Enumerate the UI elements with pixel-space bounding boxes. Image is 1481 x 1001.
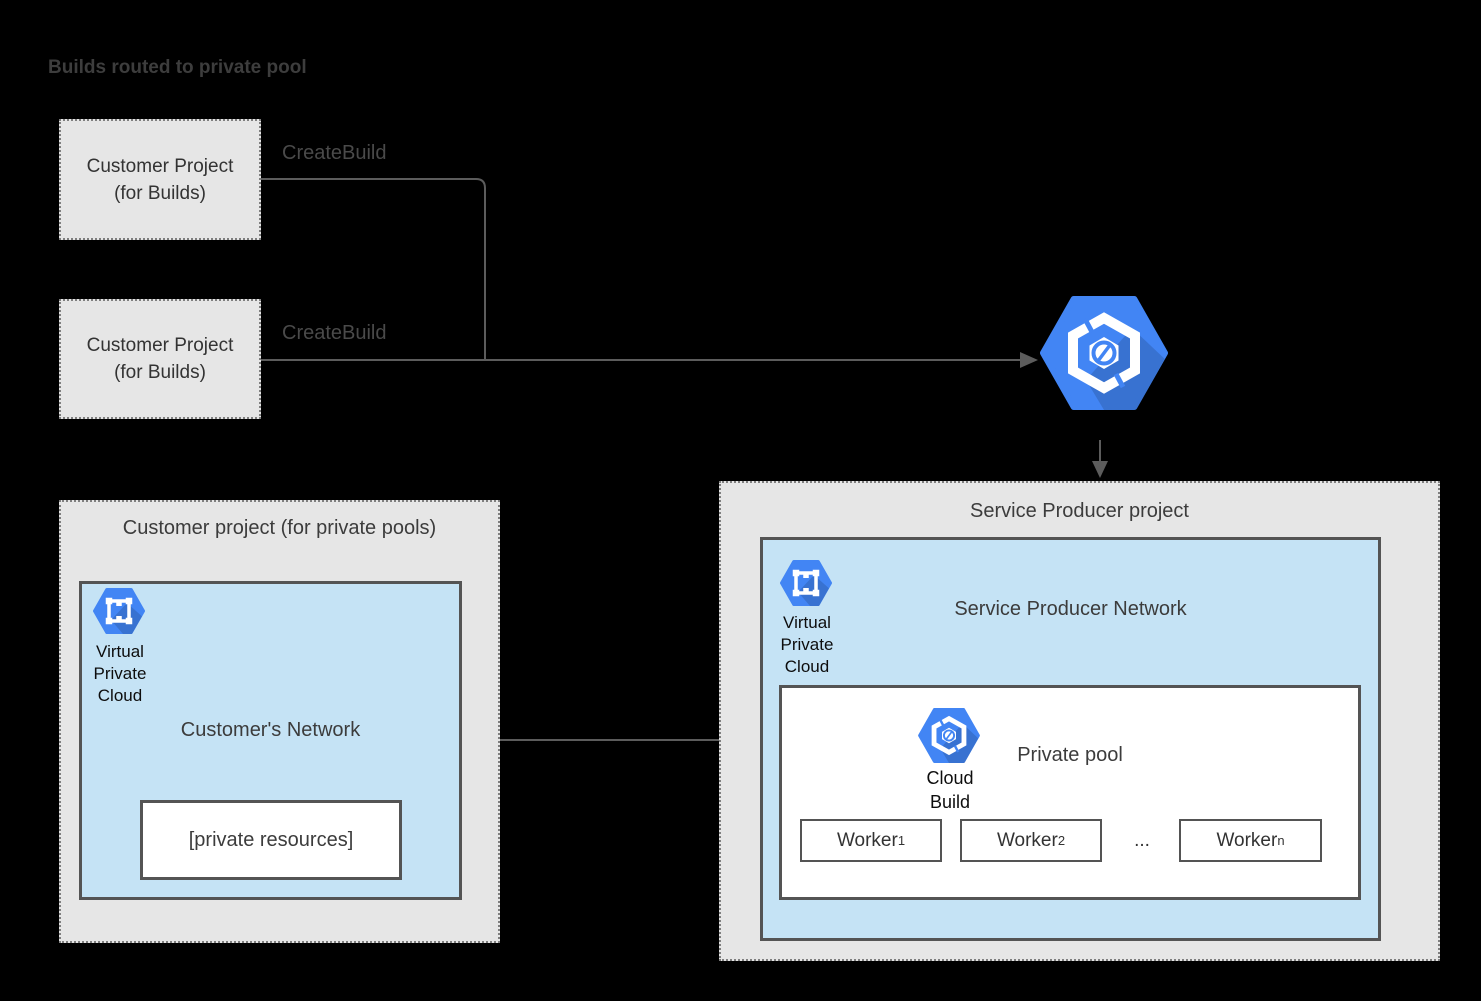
vpc-icon-caption: Virtual Private Cloud: [93, 642, 147, 705]
cloud-build-icon: [918, 708, 980, 763]
arrowhead-to-cloud-build-icon: [1020, 352, 1038, 368]
customer-build-project-label-1: Customer Project (for Builds): [86, 155, 234, 204]
create-build-label-2: CreateBuild: [282, 322, 387, 344]
page-title: Builds routed to private pool: [48, 57, 307, 78]
customer-build-project-box-2: Customer Project (for Builds): [59, 299, 261, 419]
customer-pool-project-title: Customer project (for private pools): [122, 517, 437, 539]
private-resources-label: [private resources]: [188, 828, 354, 851]
private-pool-title: Private pool: [1017, 744, 1123, 766]
customer-pool-project-box: Customer project (for private pools): [59, 500, 500, 943]
arrowhead-down-icon: [1092, 461, 1108, 478]
worker-ellipsis: ...: [1134, 829, 1150, 851]
worker-label: Worker: [836, 829, 898, 851]
worker-label: Worker: [996, 829, 1058, 851]
service-producer-project-title: Service Producer project: [970, 500, 1189, 522]
create-build-label-1: CreateBuild: [282, 142, 387, 164]
worker-subscript: 2: [1057, 833, 1066, 848]
vpc-icon-caption: Virtual Private Cloud: [780, 613, 834, 676]
customer-network-title: Customer's Network: [180, 719, 361, 741]
worker-subscript: n: [1277, 833, 1285, 848]
worker-label: Worker: [1216, 829, 1278, 851]
service-producer-project-box: Service Producer project: [719, 481, 1440, 961]
vpc-icon: [780, 560, 832, 606]
worker-subscript: 1: [897, 833, 906, 848]
private-resources-box: [private resources]: [140, 800, 402, 880]
vpc-icon: [93, 588, 145, 634]
connector-createbuild-1: [261, 178, 486, 359]
customer-build-project-box-1: Customer Project (for Builds): [59, 119, 261, 240]
service-producer-network-title: Service Producer Network: [954, 598, 1187, 620]
service-producer-network-box: Virtual Private Cloud Service Producer N…: [760, 537, 1381, 941]
customer-network-box: Virtual Private Cloud Customer's Network…: [79, 581, 462, 900]
customer-build-project-label-2: Customer Project (for Builds): [86, 335, 234, 383]
cloud-build-icon: [1040, 296, 1168, 410]
cloud-build-icon-caption: Cloud Build: [926, 768, 974, 812]
